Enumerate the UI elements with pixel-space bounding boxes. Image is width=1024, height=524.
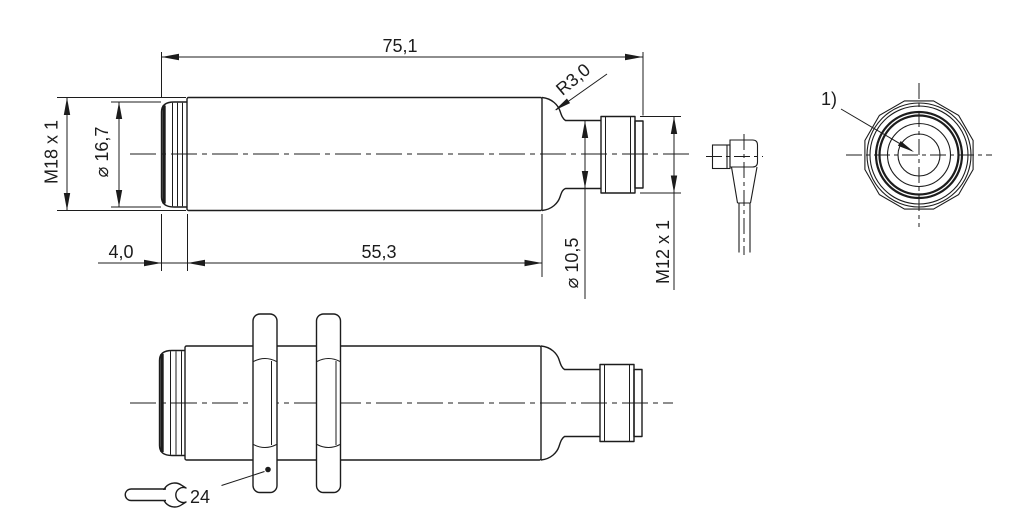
sensing-core [897, 133, 941, 177]
leader-dot [265, 466, 271, 473]
dimension-face-and-thread-length: 4,0 55,3 [98, 214, 543, 277]
sensing-face-cap [160, 101, 187, 208]
top-side-view [130, 96, 690, 212]
dim-label-housing-thread: M18 x 1 [42, 120, 62, 184]
connector-boot [730, 166, 758, 204]
neck [540, 345, 600, 461]
dimension-housing-thread: M18 x 1 [42, 97, 186, 211]
connector-barrel [599, 363, 643, 443]
connector-barrel [600, 115, 644, 194]
sensing-face-cap [158, 349, 185, 457]
dimension-face-diameter: ⌀ 16,7 [92, 101, 161, 208]
knurled-ring [864, 100, 974, 210]
dimension-fillet-radius: R3,0 [552, 60, 608, 111]
angled-connector-view [706, 134, 763, 255]
dimension-total-length: 75,1 [161, 36, 644, 116]
sensor-body [184, 345, 542, 461]
connector-housing [729, 139, 759, 168]
dimension-connector-thread: M12 x 1 [640, 116, 681, 290]
wrench-icon [124, 482, 187, 508]
dim-label-neck-diameter: ⌀ 10,5 [562, 238, 582, 289]
seal-ring [874, 110, 964, 200]
connector-tip [633, 368, 643, 438]
bottom-side-view [130, 313, 673, 494]
neck [541, 96, 601, 212]
connector-cable [738, 203, 751, 253]
dim-label-total-length: 75,1 [382, 36, 417, 56]
hex-nut-2 [315, 313, 342, 494]
dim-label-fillet-radius: R3,0 [552, 60, 594, 100]
wrench-size-label: 24 [190, 487, 210, 507]
dim-label-thread-length: 55,3 [361, 242, 396, 262]
connector-tip [634, 120, 644, 189]
end-view: 1) [821, 83, 992, 227]
dim-label-face-diameter: ⌀ 16,7 [92, 127, 112, 178]
end-view-note-label: 1) [821, 89, 837, 109]
hex-nut-1 [252, 313, 278, 494]
dim-label-face-length: 4,0 [108, 242, 133, 262]
sensor-body [186, 96, 543, 212]
dimension-neck-diameter: ⌀ 10,5 [562, 120, 589, 299]
dim-label-connector-thread: M12 x 1 [653, 220, 673, 284]
wrench-callout: 24 [124, 466, 271, 508]
